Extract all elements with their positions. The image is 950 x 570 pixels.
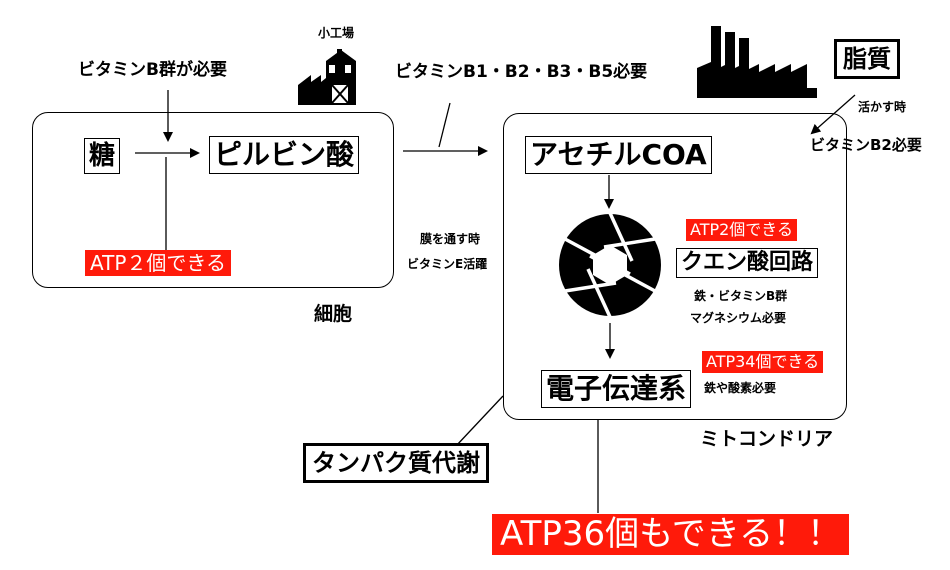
- cell-region: [32, 112, 394, 288]
- label-vitamin-b-group: ビタミンB群が必要: [78, 60, 227, 80]
- node-citric-acid-cycle: クエン酸回路: [676, 248, 819, 278]
- label-cell: 細胞: [314, 303, 353, 325]
- node-sugar: 糖: [84, 138, 121, 174]
- atp-etc-badge: ATP34個できる: [702, 351, 824, 373]
- label-etc-requirement: 鉄や酸素必要: [704, 381, 777, 395]
- node-protein-metabolism: タンパク質代謝: [303, 443, 489, 483]
- label-small-factory: 小工場: [318, 26, 355, 40]
- line-protein-to-mitochondria: [455, 395, 504, 447]
- atp-total-badge: ATP36個もできる！！: [492, 514, 850, 555]
- node-fat: 脂質: [834, 39, 900, 79]
- label-membrane-line1: 膜を通す時: [420, 232, 481, 246]
- label-citric-requirement-line2: マグネシウム必要: [690, 311, 787, 325]
- factory-large-icon: [697, 26, 817, 98]
- mitochondria-region: [503, 113, 847, 420]
- node-electron-transport-chain: 電子伝達系: [541, 370, 692, 408]
- label-vitamin-b2: ビタミンB2必要: [810, 136, 922, 154]
- factory-small-icon: [298, 49, 356, 105]
- label-membrane-line2: ビタミンE活躍: [407, 257, 488, 271]
- aperture-icon: [559, 213, 661, 317]
- atp-glycolysis-badge: ATP２個できる: [85, 250, 232, 276]
- label-activate: 活かす時: [858, 100, 907, 114]
- label-vitamin-b1235: ビタミンB1・B2・B3・B5必要: [395, 62, 648, 82]
- atp-citric-badge: ATP2個できる: [686, 219, 797, 241]
- label-mitochondria: ミトコンドリア: [700, 428, 834, 450]
- vitamin-b-tick: [438, 102, 451, 148]
- label-citric-requirement-line1: 鉄・ビタミンB群: [694, 289, 788, 303]
- node-acetyl-coa: アセチルCOA: [525, 136, 712, 174]
- node-pyruvic-acid: ピルビン酸: [209, 136, 360, 174]
